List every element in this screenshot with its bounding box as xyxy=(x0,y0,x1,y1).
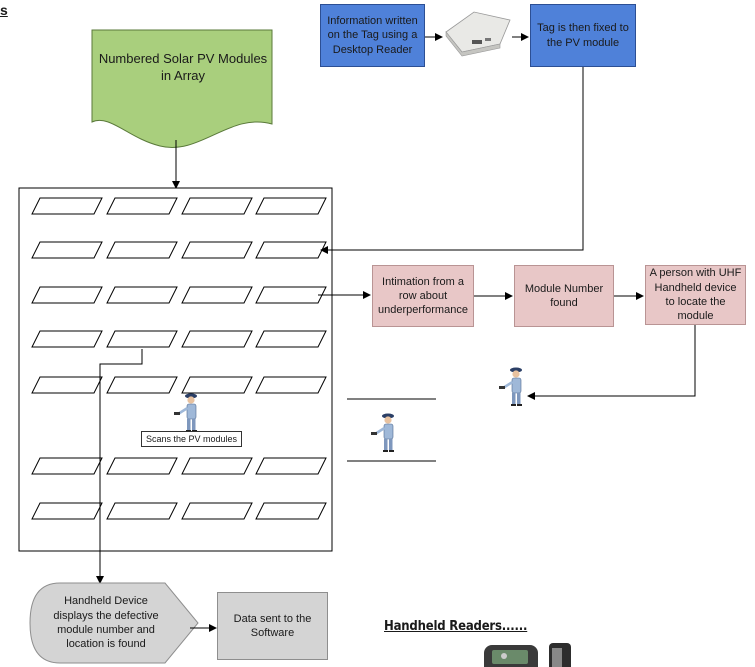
handheld-display-label: Handheld Device displays the defective m… xyxy=(53,595,159,651)
pv-module xyxy=(181,457,253,475)
pv-module xyxy=(181,330,253,348)
pv-module-grid xyxy=(31,197,327,520)
pv-module xyxy=(255,330,327,348)
pv-module xyxy=(255,376,327,394)
pv-module xyxy=(106,457,178,475)
module-found-box: Module Number found xyxy=(514,265,614,327)
desktop-rfid-reader-image xyxy=(445,11,511,57)
person-uhf-box: A person with UHF Handheld device to loc… xyxy=(645,265,746,325)
pv-module xyxy=(106,330,178,348)
pv-module xyxy=(255,241,327,259)
pv-module xyxy=(106,241,178,259)
pv-module xyxy=(31,286,103,304)
scan-label: Scans the PV modules xyxy=(141,431,243,447)
handheld-readers-heading: Handheld Readers...... xyxy=(384,619,528,634)
corner-heading: s xyxy=(0,2,8,18)
pv-module xyxy=(181,286,253,304)
doc-modules-label: Numbered Solar PV Modules in Array xyxy=(98,51,268,83)
pv-module xyxy=(31,197,103,215)
pv-module xyxy=(106,286,178,304)
pv-module xyxy=(106,197,178,215)
pv-module xyxy=(31,241,103,259)
pv-module xyxy=(255,457,327,475)
pv-module xyxy=(106,502,178,520)
pv-module xyxy=(255,502,327,520)
pv-module xyxy=(181,241,253,259)
handheld-display-shape xyxy=(29,582,199,664)
pv-module xyxy=(31,330,103,348)
pv-module xyxy=(181,376,253,394)
pv-module xyxy=(181,502,253,520)
pv-module xyxy=(31,376,103,394)
intimation-box: Intimation from a row about underperform… xyxy=(372,265,474,327)
pv-module xyxy=(181,197,253,215)
arrow-tag-to-array xyxy=(320,67,584,254)
technician-figure-icon xyxy=(174,393,197,432)
doc-modules-shape xyxy=(91,29,273,148)
technician-figure-icon xyxy=(371,413,394,452)
pv-module xyxy=(31,457,103,475)
arrow-module-to-handheld xyxy=(96,349,143,584)
tag-fixed-box: Tag is then fixed to the PV module xyxy=(530,4,636,67)
pv-module xyxy=(255,197,327,215)
info-written-box: Information written on the Tag using a D… xyxy=(320,4,425,67)
arrow-person-to-technician xyxy=(527,325,696,400)
handheld-reader-device-image xyxy=(484,643,571,667)
pv-module xyxy=(31,502,103,520)
pv-module xyxy=(106,376,178,394)
technician-figure-icon xyxy=(499,367,522,406)
data-sent-box: Data sent to the Software xyxy=(217,592,328,660)
pv-module xyxy=(255,286,327,304)
